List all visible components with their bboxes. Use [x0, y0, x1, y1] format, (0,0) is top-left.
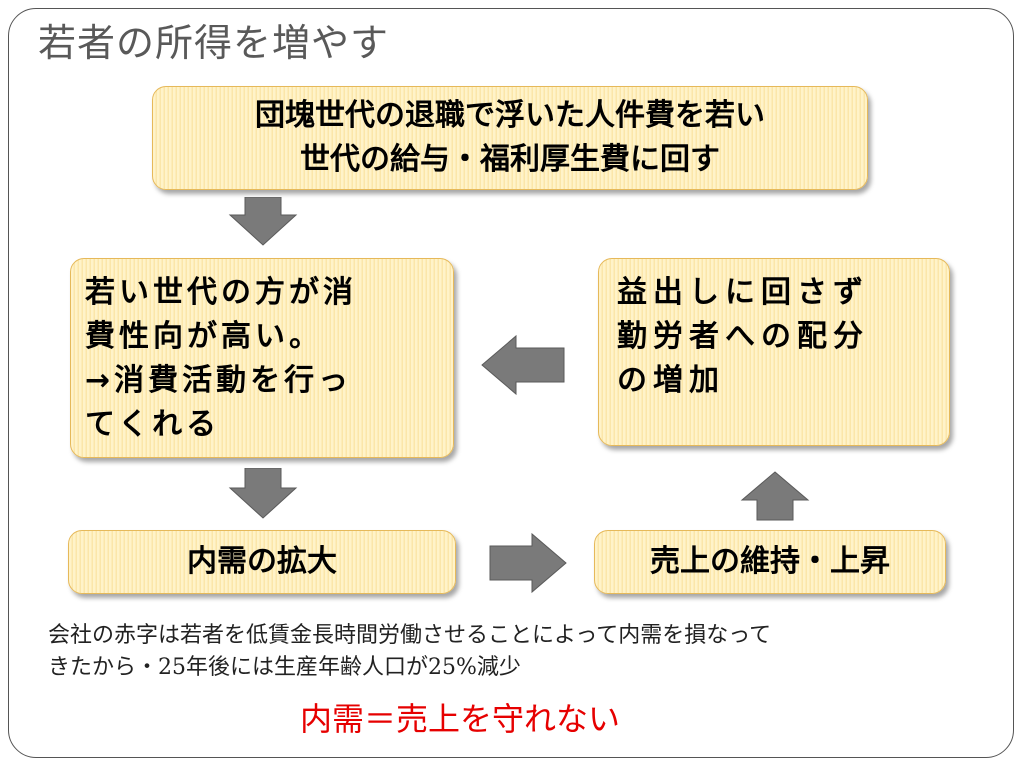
box-young-consumption: 若い世代の方が消 費性向が高い。 →消費活動を行っ てくれる	[70, 258, 454, 458]
arrow-down-icon	[228, 197, 298, 246]
arrow-down-icon	[228, 468, 298, 519]
box-worker-distribution: 益出しに回さず 勤労者への配分 の増加	[598, 258, 950, 446]
box-text-line: の増加	[617, 363, 725, 398]
arrow-up-icon	[740, 471, 810, 521]
box-text-line: 勤労者への配分	[617, 319, 869, 354]
note-line: きたから・25年後には生産年齢人口が25%減少	[48, 655, 521, 680]
box-text-line: →消費活動を行っ	[85, 363, 353, 398]
box-text-line: 世代の給与・福利厚生費に回す	[300, 142, 720, 177]
box-label: 売上の維持・上昇	[650, 544, 890, 579]
box-label: 内需の拡大	[187, 544, 337, 579]
explanatory-note: 会社の赤字は若者を低賃金長時間労働させることによって内需を損なって きたから・2…	[48, 620, 978, 684]
box-text-line: 費性向が高い。	[85, 319, 323, 354]
box-text-line: 団塊世代の退職で浮いた人件費を若い	[255, 98, 765, 133]
note-line: 会社の赤字は若者を低賃金長時間労働させることによって内需を損なって	[48, 623, 772, 648]
arrow-right-icon	[489, 532, 567, 594]
box-text-line: てくれる	[85, 407, 221, 442]
slide-title: 若者の所得を増やす	[38, 21, 390, 65]
arrow-left-icon	[481, 334, 565, 396]
box-sales-growth: 売上の維持・上昇	[594, 530, 946, 594]
box-retirement-labor-cost: 団塊世代の退職で浮いた人件費を若い 世代の給与・福利厚生費に回す	[152, 86, 868, 190]
conclusion-text: 内需＝売上を守れない	[300, 700, 621, 738]
box-text-line: 益出しに回さず	[617, 275, 869, 310]
box-domestic-demand: 内需の拡大	[68, 530, 456, 594]
box-text-line: 若い世代の方が消	[85, 275, 357, 310]
